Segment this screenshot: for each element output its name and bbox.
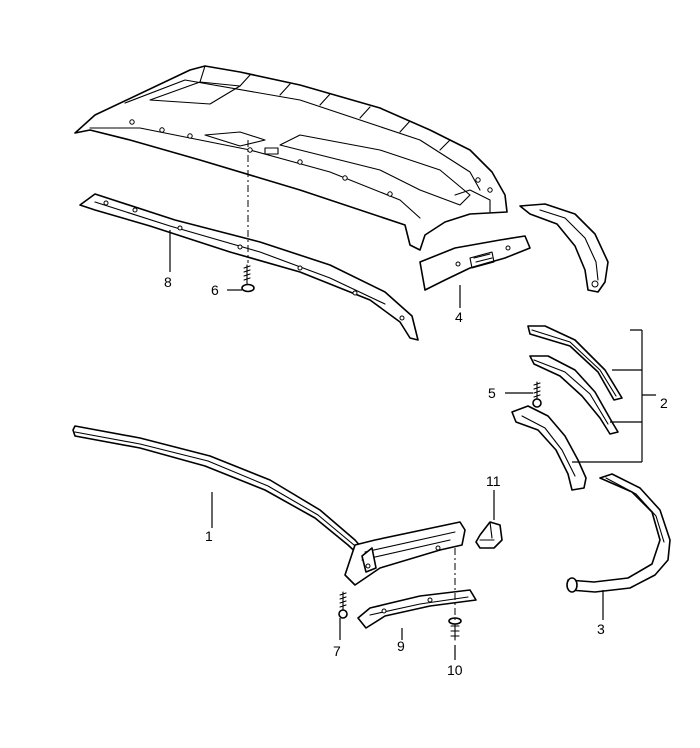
- callout-8: 8: [164, 274, 172, 290]
- roof-edge-strip-part-1: [72, 425, 369, 559]
- seal-part-2-middle: [529, 355, 619, 435]
- callout-2: 2: [660, 395, 668, 411]
- callout-1: 1: [205, 528, 213, 544]
- seal-part-2-upper: [527, 325, 623, 401]
- callout-3: 3: [597, 621, 605, 637]
- seal-part-3: [566, 473, 671, 593]
- strip-part-8: [79, 193, 419, 341]
- leader-lines: [169, 230, 656, 660]
- side-arch-upper: [519, 203, 609, 293]
- screw-part-6: [241, 264, 255, 293]
- alignment-lines: [247, 140, 456, 620]
- callout-10: 10: [447, 662, 463, 678]
- callout-9: 9: [397, 638, 405, 654]
- bolt-part-10: [448, 617, 462, 641]
- callout-4: 4: [455, 309, 463, 325]
- screw-part-7: [338, 591, 348, 619]
- strip-part-9: [357, 589, 477, 629]
- seal-part-2-lower: [511, 405, 587, 491]
- callout-11: 11: [486, 473, 501, 489]
- rear-channel-assembly: [344, 521, 466, 586]
- callout-7: 7: [333, 643, 341, 659]
- bracket-part-4: [419, 235, 531, 291]
- callout-5: 5: [488, 385, 496, 401]
- callout-6: 6: [211, 282, 219, 298]
- clip-part-11: [475, 521, 503, 549]
- screw-part-5: [532, 381, 542, 408]
